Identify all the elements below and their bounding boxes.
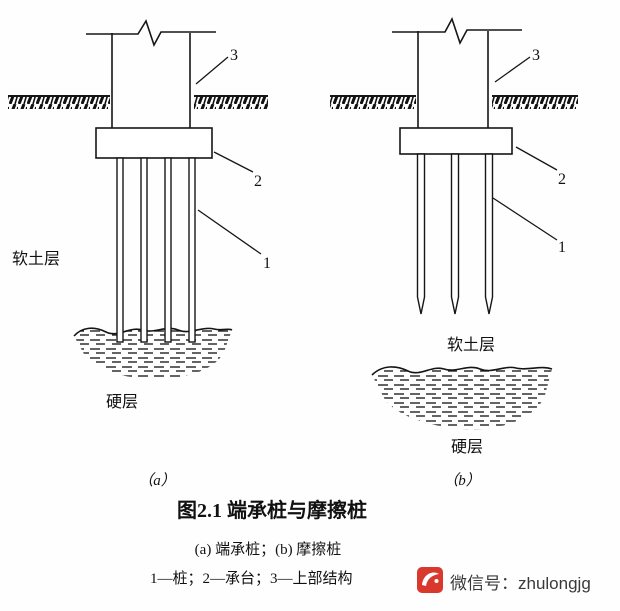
watermark-logo-dot	[434, 579, 439, 583]
soft-layer-label: 软土层	[447, 336, 495, 354]
hard-layer-body	[372, 366, 552, 430]
callout-3: 3	[230, 47, 238, 64]
ground-hatch-right	[492, 97, 578, 109]
column-break-line	[86, 19, 216, 48]
column-break-line	[392, 16, 522, 46]
piles-friction	[416, 153, 494, 315]
leader-line-1	[197, 209, 262, 255]
watermark: 微信号：zhulongjg	[417, 567, 591, 593]
caption-subtitle: (a) 端承桩；(b) 摩擦桩	[195, 540, 342, 558]
panel-label-a: （a）	[138, 472, 176, 489]
watermark-logo-glyph	[422, 572, 439, 586]
leader-line-3	[494, 56, 531, 83]
callout-3: 3	[532, 47, 540, 64]
pile	[140, 157, 148, 343]
leader-line-2	[515, 146, 558, 171]
watermark-logo-icon	[417, 567, 443, 593]
leader-line-2	[213, 151, 254, 173]
callout-1: 1	[263, 255, 271, 272]
hard-layer-body	[74, 328, 232, 380]
diagram-b-friction-pile: 3 2 1 软土层 硬层 （b）	[330, 16, 578, 489]
soft-layer-label: 软土层	[12, 250, 60, 268]
diagram-a-end-bearing-pile: 3 2 1 软土层 硬层 （a）	[8, 19, 271, 489]
callout-2: 2	[254, 173, 262, 190]
callout-2: 2	[558, 171, 566, 188]
leader-line-1	[492, 197, 558, 241]
callout-1: 1	[558, 239, 566, 256]
hard-layer-boundary	[73, 327, 233, 337]
pile	[164, 157, 172, 343]
caption-title: 图2.1 端承桩与摩擦桩	[177, 498, 367, 522]
pile-pointed	[416, 153, 426, 315]
pile-cap	[95, 127, 213, 159]
hard-layer-label: 硬层	[106, 394, 138, 411]
piles-end-bearing	[116, 157, 196, 343]
ground-hatch-right	[194, 97, 268, 109]
superstructure-column	[417, 31, 489, 128]
ground-hatch-left	[330, 97, 416, 109]
hard-layer-boundary	[371, 366, 553, 376]
pile-pointed	[484, 153, 494, 315]
caption-legend: 1—桩；2—承台；3—上部结构	[150, 570, 353, 587]
superstructure-column	[111, 33, 191, 128]
pile-pointed	[450, 153, 460, 315]
pile	[188, 157, 196, 343]
figure-caption: 图2.1 端承桩与摩擦桩 (a) 端承桩；(b) 摩擦桩 1—桩；2—承台；3—…	[150, 498, 367, 587]
ground-hatch-left	[8, 97, 110, 109]
leader-line-3	[195, 56, 229, 85]
pile	[116, 157, 124, 343]
watermark-text: 微信号：zhulongjg	[450, 574, 591, 593]
hard-layer-label: 硬层	[451, 439, 483, 456]
pile-cap	[399, 127, 513, 155]
panel-label-b: （b）	[443, 472, 481, 489]
